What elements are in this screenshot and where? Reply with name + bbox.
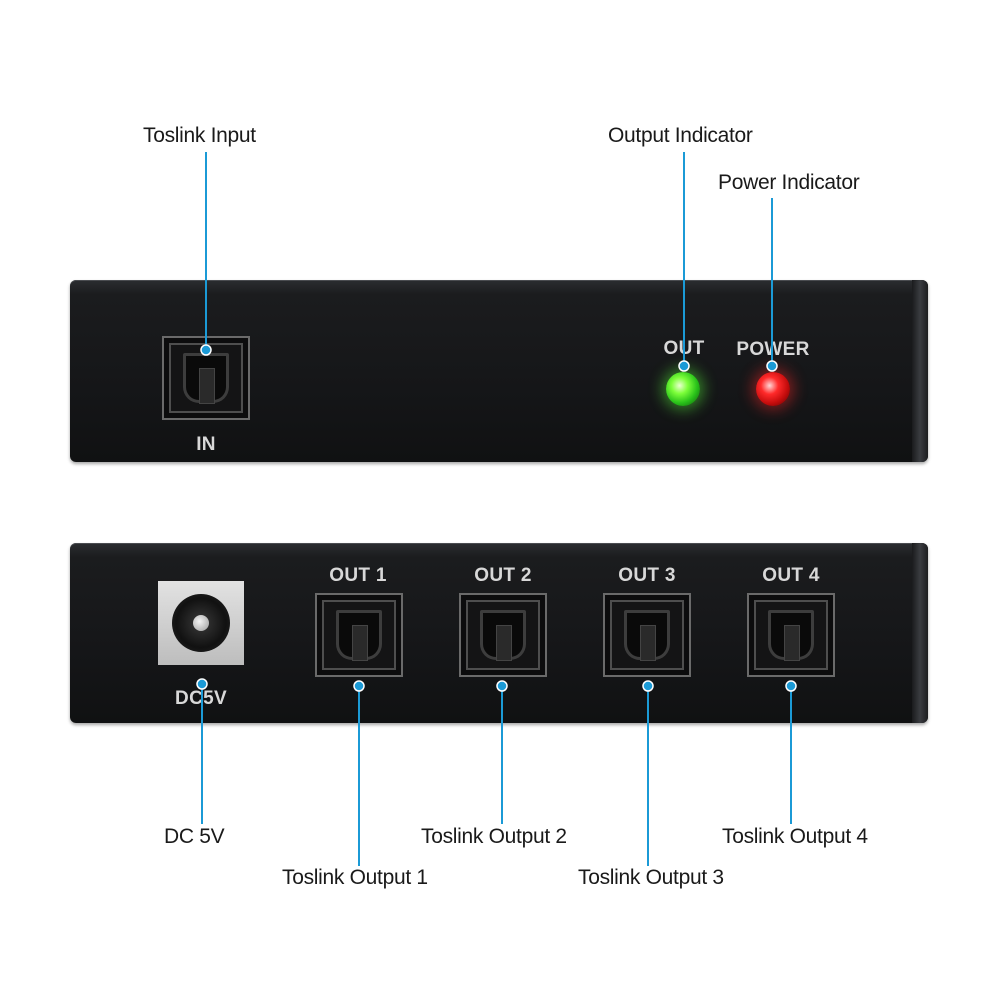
- callout-output-indicator: Output Indicator: [608, 124, 753, 147]
- out-3-label: OUT 3: [618, 565, 676, 586]
- in-label: IN: [196, 434, 216, 455]
- callout-power-indicator: Power Indicator: [718, 171, 860, 194]
- dc-power-jack[interactable]: [158, 581, 244, 665]
- callout-toslink-output-4: Toslink Output 4: [722, 825, 868, 848]
- toslink-output-port-1[interactable]: [315, 593, 403, 677]
- callout-toslink-output-2: Toslink Output 2: [421, 825, 567, 848]
- power-indicator-led: [756, 372, 790, 406]
- toslink-input-port[interactable]: [162, 336, 250, 420]
- callout-dc-5v: DC 5V: [164, 825, 225, 848]
- callout-toslink-output-3: Toslink Output 3: [578, 866, 724, 889]
- callout-toslink-input: Toslink Input: [143, 124, 256, 147]
- out-4-label: OUT 4: [762, 565, 820, 586]
- dc-label: DC5V: [175, 688, 227, 709]
- power-indicator-label: POWER: [736, 339, 810, 360]
- toslink-output-port-2[interactable]: [459, 593, 547, 677]
- toslink-output-port-3[interactable]: [603, 593, 691, 677]
- rear-panel: DC5V OUT 1 OUT 2 OUT 3 OUT 4: [70, 543, 928, 723]
- output-indicator-led: [666, 372, 700, 406]
- out-indicator-label: OUT: [663, 338, 705, 359]
- front-panel: IN OUT POWER: [70, 280, 928, 462]
- callout-toslink-output-1: Toslink Output 1: [282, 866, 428, 889]
- out-1-label: OUT 1: [329, 565, 387, 586]
- toslink-output-port-4[interactable]: [747, 593, 835, 677]
- out-2-label: OUT 2: [474, 565, 532, 586]
